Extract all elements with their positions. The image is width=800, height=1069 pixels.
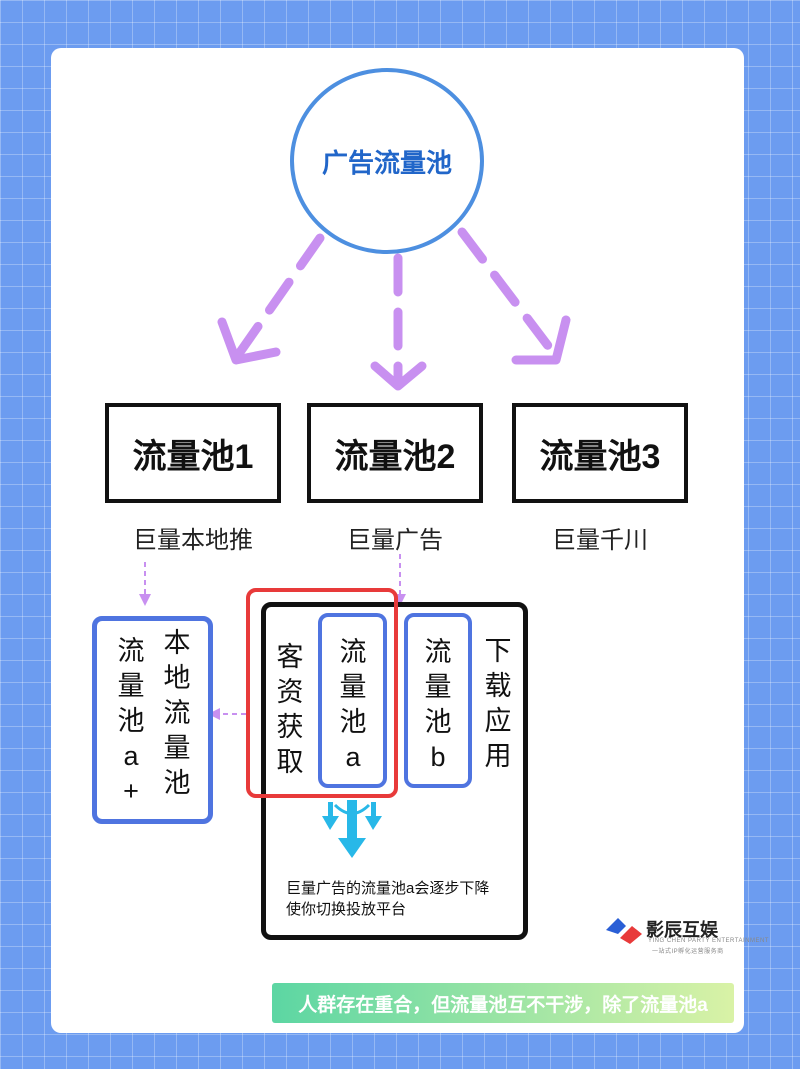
pool-1-box: 流量池1	[105, 403, 281, 503]
pool-1-label: 流量池1	[132, 437, 254, 476]
root-node: 广告流量池	[290, 68, 484, 254]
bottom-banner: 人群存在重合，但流量池互不干涉，除了流量池a	[272, 983, 734, 1023]
pool-2-platform: 巨量广告	[347, 527, 443, 554]
pool-1-platform: 巨量本地推	[133, 527, 253, 554]
pool-2-label: 流量池2	[334, 437, 456, 476]
brand-subtitle: YING CHEN PARTY ENTERTAINMENT	[648, 938, 769, 944]
pool-3-box: 流量池3	[512, 403, 688, 503]
decline-note: 巨量广告的流量池a会逐步下降 使你切换投放平台	[286, 878, 521, 920]
decline-note-line1: 巨量广告的流量池a会逐步下降	[286, 880, 490, 897]
root-label: 广告流量池	[321, 147, 452, 178]
highlight-box	[246, 588, 398, 798]
pool-3-platform: 巨量千川	[552, 527, 648, 554]
brand-subtitle-cn: 一站式IP孵化运营服务商	[652, 949, 724, 955]
decline-arrows	[322, 800, 382, 858]
decline-note-line2: 使你切换投放平台	[286, 901, 407, 918]
root-to-pool1-arrow	[217, 233, 325, 365]
banner-text: 人群存在重合，但流量池互不干涉，除了流量池a	[298, 994, 708, 1016]
pool-b-box	[404, 613, 472, 788]
brand-name: 影辰互娱	[646, 920, 718, 940]
brand-logo: 影辰互娱 YING CHEN PARTY ENTERTAINMENT 一站式IP…	[604, 914, 768, 955]
local-pool-box	[92, 616, 213, 824]
root-to-pool3-arrow	[457, 227, 571, 365]
pool-3-label: 流量池3	[539, 437, 661, 476]
pool-2-box: 流量池2	[307, 403, 483, 503]
pool-a-box	[318, 613, 387, 788]
local-pool-col2: 本地流量池	[163, 628, 191, 798]
brand-mark-icon	[606, 918, 642, 944]
customer-acquisition-text: 客资获取	[276, 642, 304, 777]
root-to-pool2-arrow	[370, 253, 427, 391]
download-app-text: 下载应用	[484, 636, 512, 771]
